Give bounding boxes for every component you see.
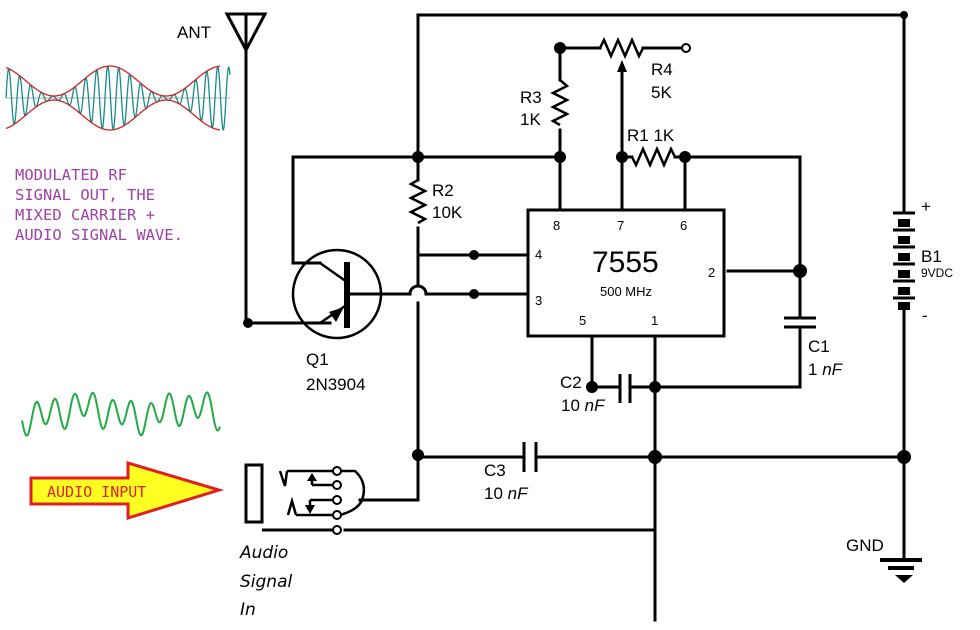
b1-ref: B1 xyxy=(921,247,942,266)
potentiometer-r4-icon xyxy=(598,36,645,60)
c1-ref: C1 xyxy=(808,337,830,356)
rf-caption: MODULATED RF SIGNAL OUT, THE MIXED CARRI… xyxy=(15,166,183,244)
q1-value: 2N3904 xyxy=(306,375,366,394)
antenna-icon xyxy=(224,12,268,54)
ic-7555: 7555 500 MHz 8 7 6 4 3 2 5 1 xyxy=(526,208,726,338)
r2-ref: R2 xyxy=(432,181,454,200)
jack-caption-line: Audio xyxy=(239,543,288,563)
ic-pin-4: 4 xyxy=(535,247,542,262)
rf-caption-line: MIXED CARRIER + xyxy=(15,206,155,224)
r4-ref: R4 xyxy=(651,60,673,79)
q1-ref: Q1 xyxy=(306,350,329,369)
c2-ref: C2 xyxy=(560,373,582,392)
audio-input-arrow: AUDIO INPUT xyxy=(29,460,225,521)
jack-caption-line: Signal xyxy=(240,572,292,592)
r4-terminal xyxy=(681,43,691,53)
rf-carrier-wave xyxy=(5,65,231,131)
antenna-label: ANT xyxy=(177,23,211,42)
b1-plus: + xyxy=(921,197,931,216)
r4-value: 5K xyxy=(651,83,672,102)
resistor-r2-icon xyxy=(408,178,428,225)
c3-value: 10 nF xyxy=(484,484,529,503)
ic-pin-7: 7 xyxy=(617,218,624,233)
ic-pin-3: 3 xyxy=(535,293,542,308)
jack-caption-line: In xyxy=(240,600,256,620)
ic-pin-6: 6 xyxy=(680,218,687,233)
audio-jack-icon xyxy=(244,463,366,535)
ic-pin-1: 1 xyxy=(651,313,658,328)
rf-caption-line: MODULATED RF xyxy=(15,166,127,184)
ic-part: 7555 xyxy=(592,246,659,279)
rf-caption-line: AUDIO SIGNAL WAVE. xyxy=(15,226,183,244)
r2-value: 10K xyxy=(432,203,463,222)
resistor-r1-icon xyxy=(630,145,677,169)
capacitor-c2-icon xyxy=(618,374,632,403)
r1-label: R1 1K xyxy=(627,126,675,145)
r3-value: 1K xyxy=(520,110,541,129)
c3-ref: C3 xyxy=(484,461,506,480)
b1-minus: - xyxy=(922,306,928,325)
transistor-q1-icon xyxy=(291,248,383,340)
resistor-r3-icon xyxy=(550,79,570,127)
rf-envelope-top xyxy=(5,65,220,97)
audio-input-label: AUDIO INPUT xyxy=(47,483,146,501)
battery-b1-icon xyxy=(890,211,920,310)
ground-label: GND xyxy=(846,536,884,555)
ic-pin-5: 5 xyxy=(579,313,586,328)
audio-waveform xyxy=(21,391,221,437)
junction-dots xyxy=(243,11,911,464)
ic-pin-8: 8 xyxy=(553,218,560,233)
rf-waveform xyxy=(5,65,231,131)
rf-envelope-bottom xyxy=(5,99,220,131)
capacitor-c1-icon xyxy=(784,316,816,329)
ground-icon xyxy=(880,558,922,583)
c2-value: 10 nF xyxy=(561,396,606,415)
b1-value: 9VDC xyxy=(921,266,953,280)
ic-subtitle: 500 MHz xyxy=(600,284,652,299)
c1-value: 1 nF xyxy=(808,360,844,379)
ic-pin-2: 2 xyxy=(708,265,715,280)
capacitor-c3-icon xyxy=(522,442,538,472)
rf-caption-line: SIGNAL OUT, THE xyxy=(15,186,155,204)
r3-ref: R3 xyxy=(520,88,542,107)
